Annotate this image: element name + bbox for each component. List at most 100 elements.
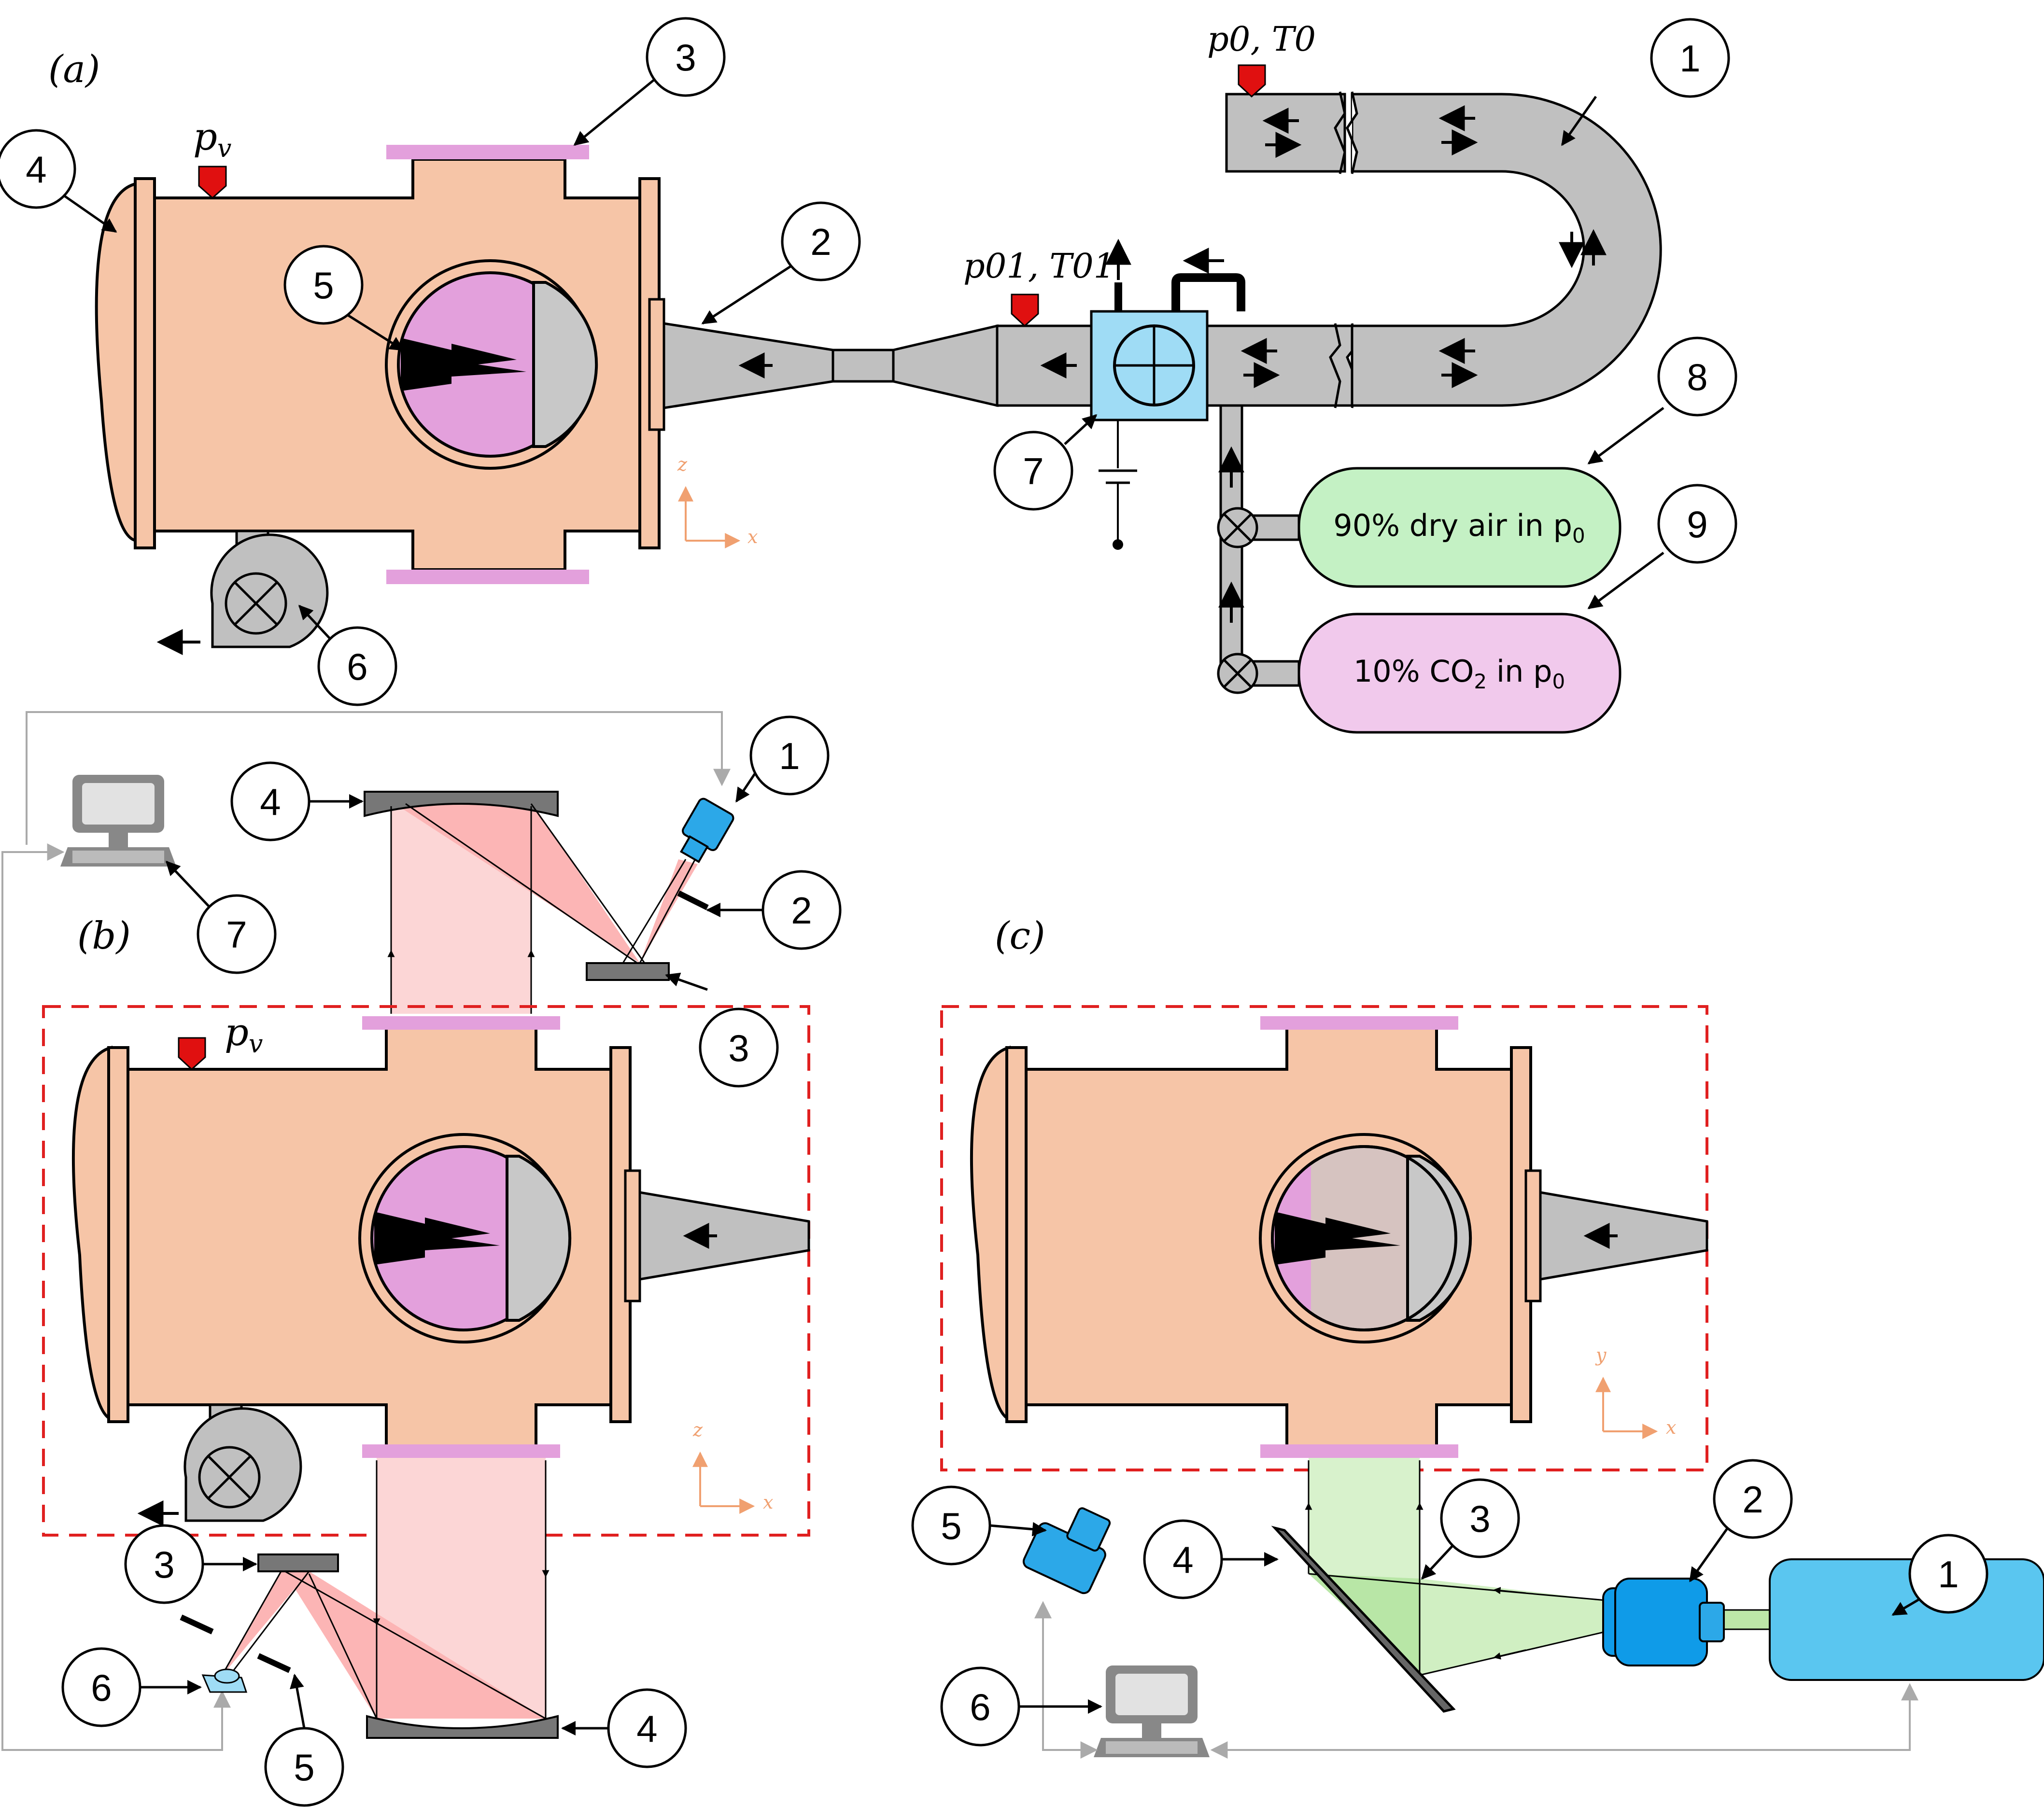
svg-text:6: 6	[970, 1686, 990, 1728]
nozzle-flange	[1524, 1169, 1542, 1302]
viewport-shutter	[532, 281, 598, 448]
laser-head-neck	[1718, 1609, 1773, 1630]
co2-tank	[1297, 613, 1621, 734]
high-speed-camera-icon	[679, 798, 734, 863]
pipe-break	[1346, 91, 1358, 174]
probe-pv-label: pv	[193, 115, 231, 163]
svg-text:1: 1	[1938, 1553, 1959, 1595]
chamber-flange-left	[107, 1046, 129, 1423]
svg-text:7: 7	[1023, 450, 1043, 492]
svg-text:4: 4	[1172, 1539, 1193, 1581]
svg-text:7: 7	[226, 913, 247, 956]
svg-text:3: 3	[154, 1543, 174, 1586]
beam-ray	[308, 1573, 378, 1719]
callout-1: 1	[1891, 1534, 1988, 1616]
pipe-break	[1329, 323, 1341, 408]
axis-label-x: x	[763, 1492, 773, 1513]
callout-7: 7	[993, 414, 1098, 511]
panel-c: (c) y x	[911, 914, 2044, 1759]
svg-text:4: 4	[636, 1707, 657, 1750]
light-source-icon	[201, 1668, 248, 1693]
panel-b-label: (b)	[77, 914, 131, 958]
u-bend-inlet	[1225, 93, 1346, 173]
callout-5: 5	[911, 1485, 1047, 1566]
callout-3: 3	[1421, 1478, 1520, 1580]
svg-text:4: 4	[260, 781, 281, 823]
svg-text:5: 5	[294, 1746, 314, 1789]
svg-text:5: 5	[313, 264, 334, 307]
optical-window-top	[386, 145, 589, 159]
flat-mirror-bottom	[257, 1553, 339, 1572]
callout-1: 1	[735, 715, 830, 803]
u-bend-pipe	[1351, 93, 1662, 407]
beam-ray	[221, 1568, 283, 1676]
panel-c-label: (c)	[995, 914, 1045, 958]
turning-mirror	[1271, 1525, 1456, 1713]
beam-ray	[405, 803, 638, 964]
computer-icon	[60, 775, 176, 867]
callout-6: 6	[61, 1647, 202, 1727]
beam-ray	[622, 859, 687, 964]
chamber-end-cap	[970, 1046, 1011, 1422]
callout-8: 8	[1587, 336, 1737, 465]
svg-text:1: 1	[1679, 37, 1700, 80]
sensor-handle	[1114, 282, 1122, 311]
flat-mirror-top	[586, 962, 670, 981]
chamber-flange-left	[134, 177, 156, 549]
pressure-probe-marker	[198, 166, 227, 199]
svg-text:9: 9	[1687, 503, 1707, 546]
beam-ray	[1493, 1649, 1526, 1660]
callout-1: 1	[1561, 18, 1730, 146]
knife-edge	[677, 890, 709, 910]
nozzle-diverging	[638, 1191, 810, 1281]
callout-2: 2	[701, 201, 861, 325]
pressure-probe-marker	[178, 1037, 206, 1071]
callout-6: 6	[940, 1666, 1102, 1747]
ground-node	[1113, 539, 1123, 550]
pressure-probe-marker	[1238, 64, 1266, 98]
callout-7: 7	[165, 860, 277, 974]
callout-9: 9	[1587, 484, 1737, 610]
trigger-cable	[26, 711, 731, 845]
callout-4: 4	[1143, 1519, 1279, 1599]
valve-icon-cross	[1223, 513, 1252, 542]
beam-ray	[639, 854, 699, 964]
svg-text:5: 5	[941, 1505, 961, 1547]
chamber-end-cap	[71, 1046, 113, 1422]
svg-text:6: 6	[91, 1666, 112, 1709]
svg-text:8: 8	[1687, 356, 1707, 398]
axes-indicator-a: z x	[677, 454, 758, 548]
viewport-window-outline	[1271, 1145, 1457, 1331]
knife-edge	[180, 1614, 214, 1635]
pump-cross	[234, 582, 278, 625]
axis-label-x: x	[747, 526, 758, 547]
svg-text:2: 2	[791, 889, 812, 932]
svg-text:2: 2	[810, 221, 831, 263]
bypass-loop	[1171, 273, 1245, 311]
nozzle-converging	[892, 324, 999, 407]
panel-a-label: (a)	[48, 48, 100, 91]
laser-cable	[1212, 1683, 1918, 1751]
valve-icon-cross	[1223, 659, 1252, 688]
panel-a: (a)	[0, 17, 1737, 734]
callout-6: 6	[298, 604, 397, 706]
optical-window-bottom	[386, 570, 589, 584]
axis-label-x: x	[1666, 1417, 1676, 1438]
dry-air-tank-label: 90% dry air in p0	[1333, 508, 1585, 547]
chamber-end-cap	[95, 182, 139, 543]
piv-camera-icon	[1022, 1507, 1111, 1595]
svg-text:3: 3	[728, 1027, 749, 1069]
nozzle-throat	[832, 349, 895, 383]
computer-icon	[1094, 1665, 1210, 1757]
panel-b: (b)	[1, 711, 842, 1807]
axes-indicator-c: y x	[1595, 1344, 1676, 1439]
supersonic-jet	[401, 338, 526, 391]
svg-text:2: 2	[1742, 1478, 1763, 1521]
viewport-shutter	[1406, 1155, 1472, 1322]
optical-window-bottom	[362, 1444, 560, 1458]
laser-optics	[1699, 1602, 1725, 1642]
schlieren-beam	[225, 1569, 309, 1673]
viewport-shutter	[506, 1155, 572, 1322]
